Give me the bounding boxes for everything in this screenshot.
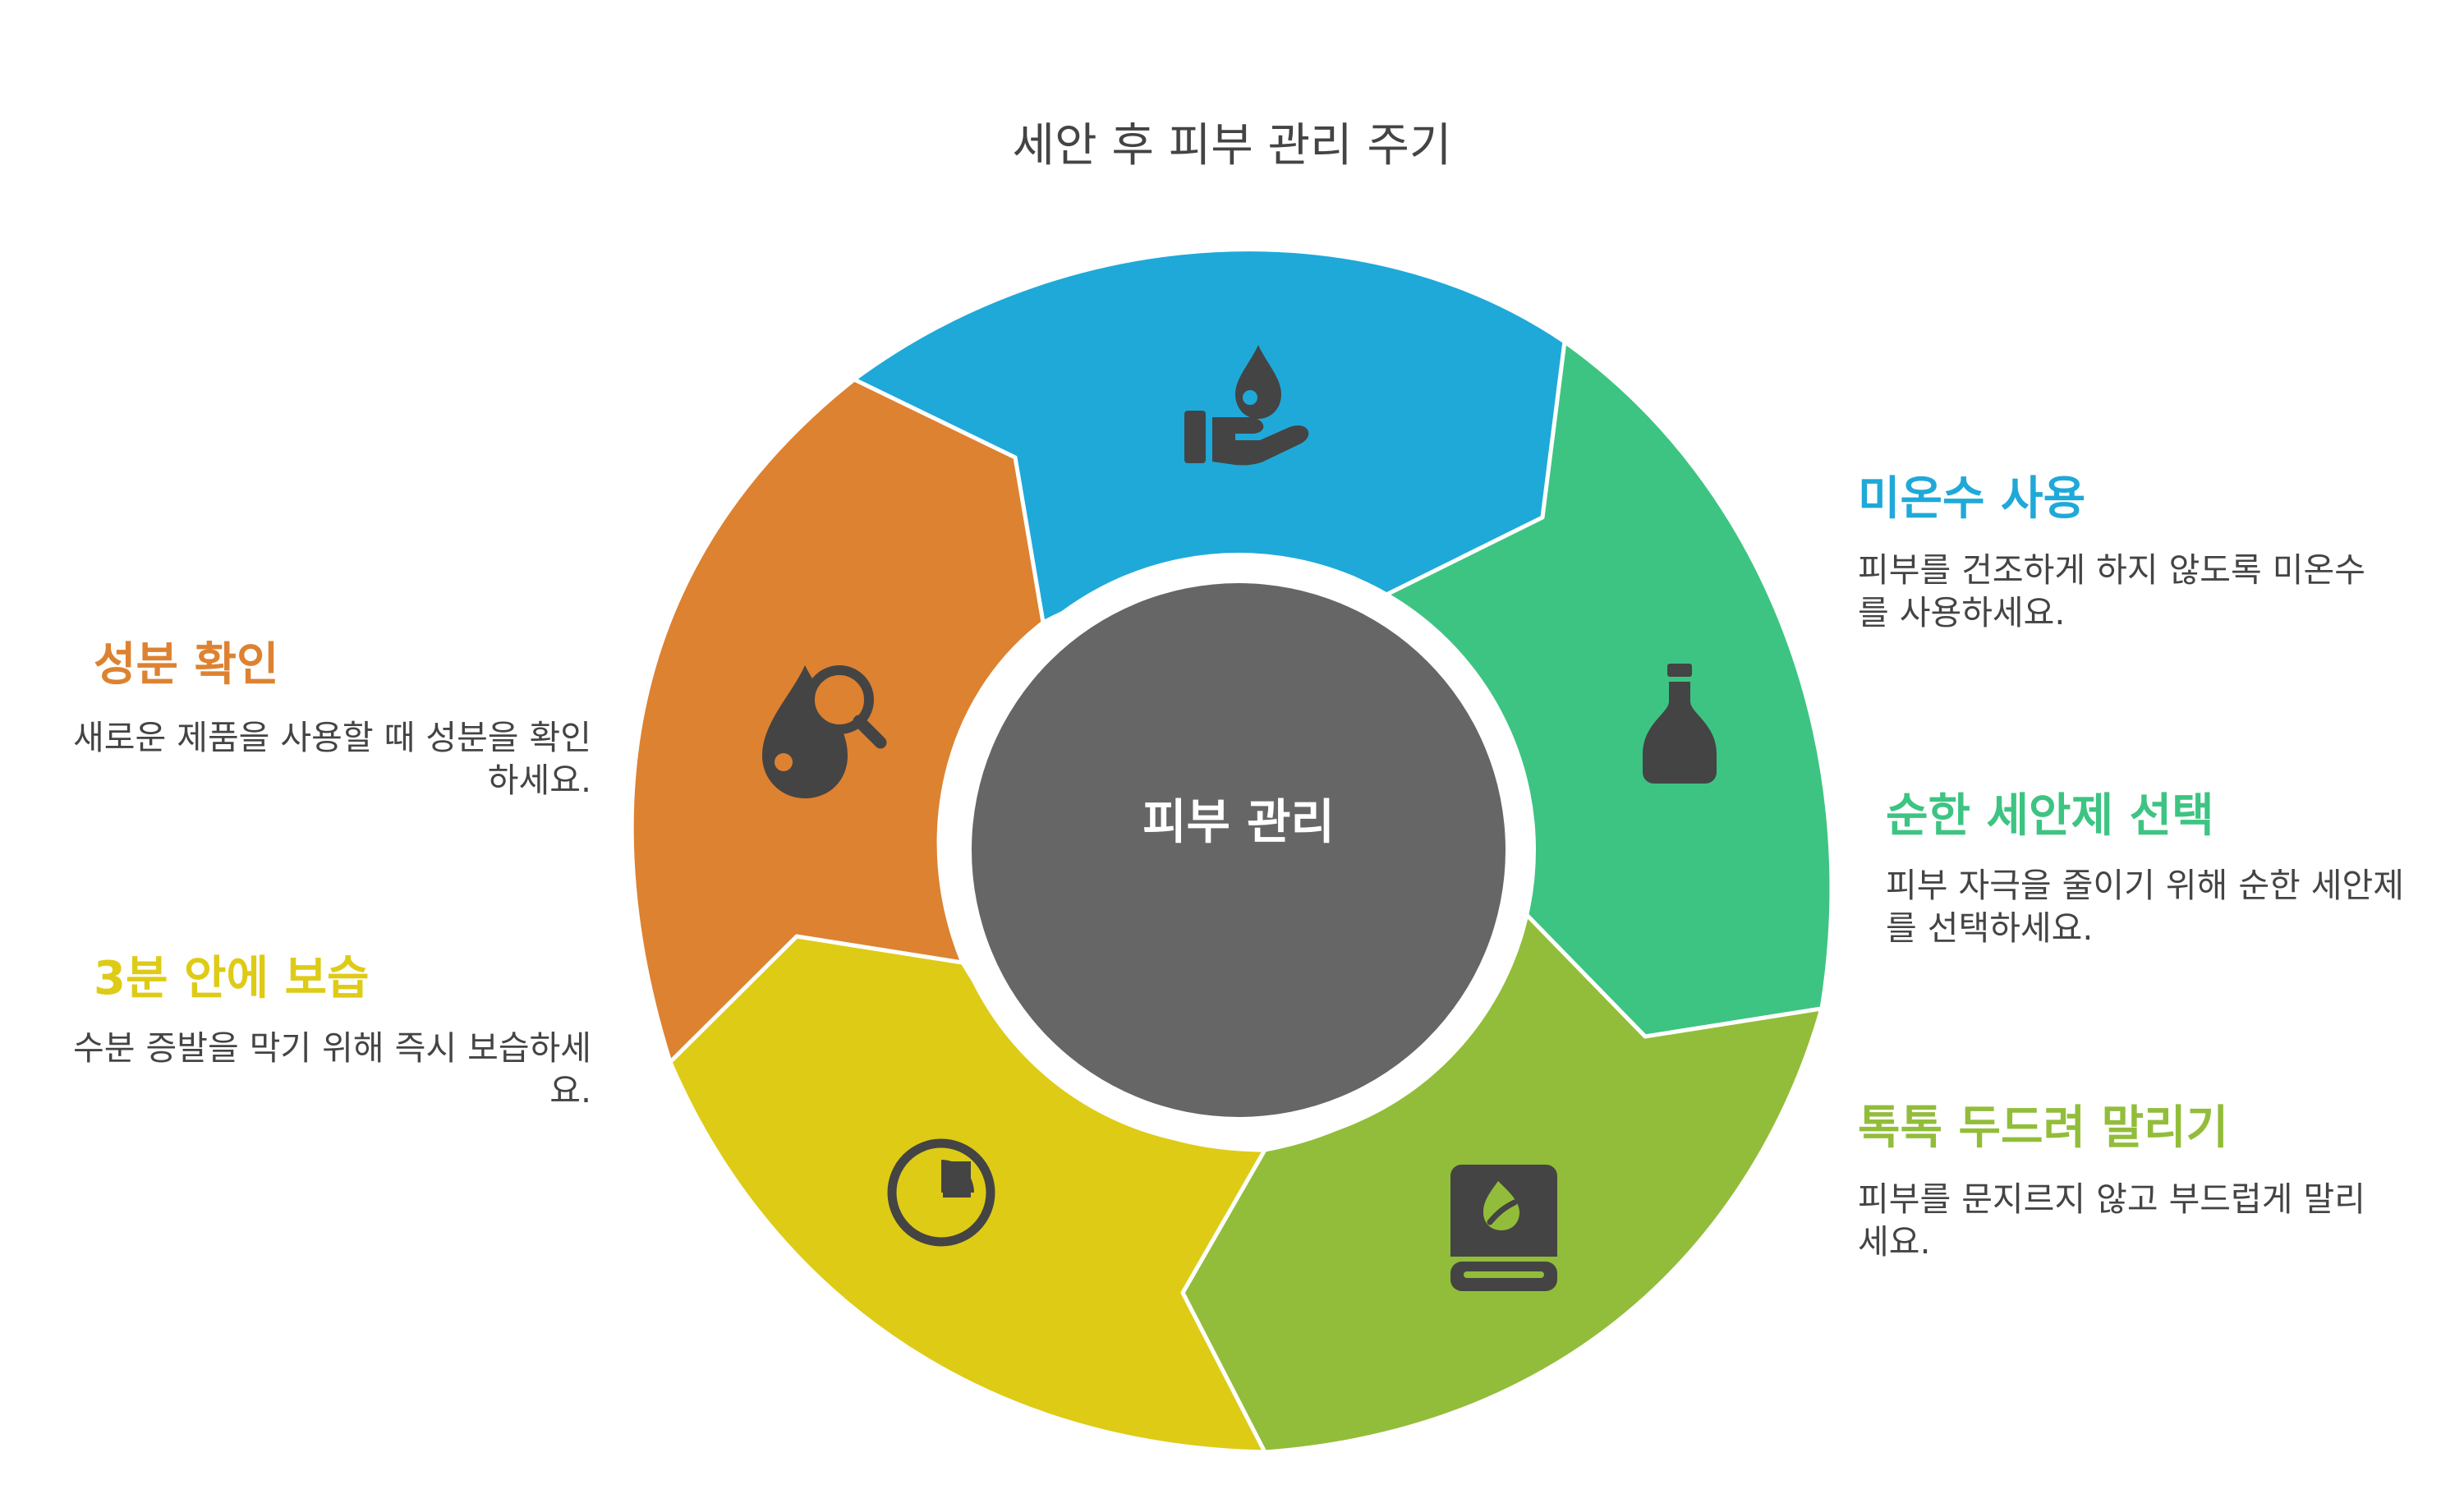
step-title-check-ingredients: 성분 확인 [94, 638, 279, 692]
step-desc-moisturize: 수분 증발을 막기 위해 즉시 보습하세요. [73, 1028, 591, 1110]
step-title-pat-dry: 톡톡 두드려 말리기 [1858, 1101, 2229, 1155]
diagram-title: 세안 후 피부 관리 주기 [1012, 119, 1452, 172]
step-desc-check-ingredients: 새로운 제품을 사용할 때 성분을 확인하세요. [73, 718, 591, 800]
bottle-icon [1643, 664, 1717, 784]
timer-icon [887, 1138, 995, 1247]
drop-search-icon [762, 665, 887, 798]
step-title-warm-water: 미온수 사용 [1858, 472, 2086, 526]
center-label: 피부 관리 [1142, 793, 1335, 849]
step-title-mild-cleanser: 순한 세안제 선택 [1886, 789, 2214, 843]
step-desc-warm-water: 피부를 건조하게 하지 않도록 미온수를 사용하세요. [1858, 550, 2365, 632]
step-desc-mild-cleanser: 피부 자극을 줄이기 위해 순한 세안제를 선택하세요. [1886, 866, 2404, 948]
center-circle [972, 583, 1506, 1117]
hand-water-drop-icon [1184, 345, 1309, 466]
towel-icon [1450, 1165, 1557, 1291]
step-title-moisturize: 3분 안에 보습 [94, 952, 370, 1005]
step-desc-pat-dry: 피부를 문지르지 않고 부드럽게 말리세요. [1858, 1179, 2365, 1262]
